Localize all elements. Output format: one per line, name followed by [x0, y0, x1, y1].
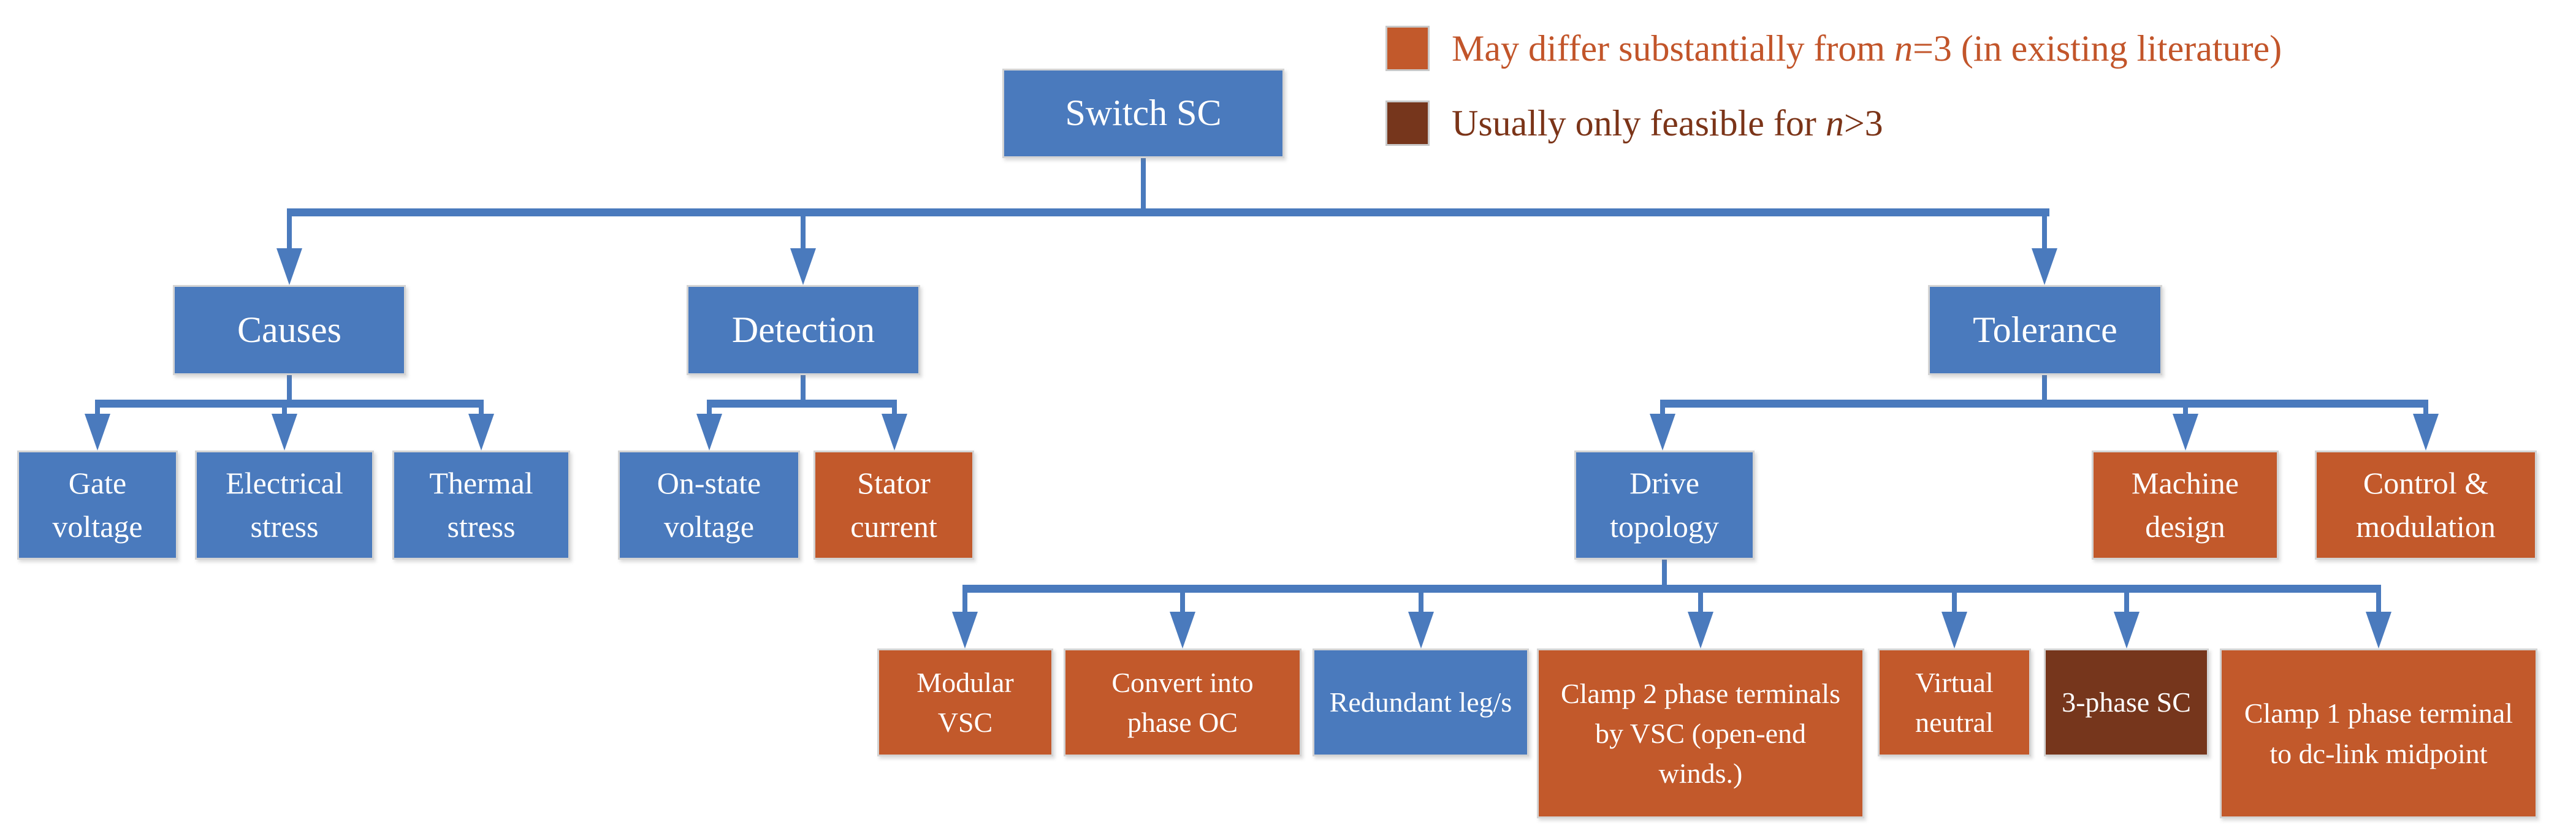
- legend-text-suffix: =3 (in existing literature): [1913, 28, 2282, 69]
- arrow-down-icon: [272, 414, 297, 451]
- connector-line: [892, 406, 897, 417]
- arrow-down-icon: [2173, 414, 2198, 451]
- connector-line: [2183, 406, 2188, 417]
- connector-line: [707, 400, 897, 408]
- connector-line: [1662, 558, 1667, 589]
- node-thermal-stress: Thermal stress: [392, 451, 570, 560]
- connector-line: [287, 374, 292, 403]
- node-virtual-neutral: Virtual neutral: [1878, 649, 2031, 756]
- arrow-down-icon: [952, 612, 978, 649]
- node-detection: Detection: [687, 285, 920, 375]
- node-convert-phase-oc: Convert into phase OC: [1064, 649, 1301, 756]
- connector-line: [2124, 591, 2129, 613]
- arrow-down-icon: [1170, 612, 1195, 649]
- connector-line: [707, 406, 712, 417]
- connector-line: [1952, 591, 1957, 613]
- node-clamp-1-phase: Clamp 1 phase terminal to dc-link midpoi…: [2220, 649, 2537, 818]
- legend-text-var: n: [1894, 28, 1913, 69]
- legend-swatch-brown: [1385, 101, 1430, 146]
- arrow-down-icon: [1942, 612, 1967, 649]
- node-machine-design: Machine design: [2092, 451, 2279, 560]
- connector-line: [2423, 406, 2428, 417]
- connector-line: [2042, 215, 2047, 250]
- arrow-down-icon: [1688, 612, 1713, 649]
- connector-line: [287, 208, 2049, 216]
- node-modular-vsc: Modular VSC: [877, 649, 1053, 756]
- connector-line: [287, 215, 292, 250]
- connector-line: [801, 374, 806, 403]
- connector-line: [1698, 591, 1703, 613]
- arrow-down-icon: [85, 414, 110, 451]
- node-gate-voltage: Gate voltage: [17, 451, 178, 560]
- connector-line: [2376, 591, 2381, 613]
- arrow-down-icon: [2032, 248, 2057, 285]
- node-on-state-voltage: On-state voltage: [618, 451, 800, 560]
- legend-swatch-orange: [1385, 26, 1430, 71]
- arrow-down-icon: [2366, 612, 2391, 649]
- connector-line: [1419, 591, 1423, 613]
- connector-line: [1660, 406, 1665, 417]
- node-electrical-stress: Electrical stress: [195, 451, 374, 560]
- node-3-phase-sc: 3-phase SC: [2044, 649, 2209, 756]
- arrow-down-icon: [1408, 612, 1434, 649]
- connector-line: [962, 591, 967, 613]
- legend-label-brown: Usually only feasible for n>3: [1452, 101, 1883, 146]
- connector-line: [282, 406, 287, 417]
- connector-line: [962, 585, 2381, 593]
- node-drive-topology: Drive topology: [1574, 451, 1755, 560]
- connector-line: [2042, 374, 2047, 403]
- connector-line: [479, 406, 484, 417]
- arrow-down-icon: [276, 248, 302, 285]
- node-control-modulation: Control & modulation: [2315, 451, 2537, 560]
- arrow-down-icon: [1650, 414, 1675, 451]
- arrow-down-icon: [790, 248, 816, 285]
- connector-line: [1180, 591, 1185, 613]
- node-clamp-2-phase: Clamp 2 phase terminals by VSC (open-end…: [1537, 649, 1864, 818]
- node-redundant-legs: Redundant leg/s: [1313, 649, 1529, 756]
- legend-text-prefix: Usually only feasible for: [1452, 103, 1826, 143]
- arrow-down-icon: [696, 414, 722, 451]
- node-stator-current: Stator current: [814, 451, 974, 560]
- arrow-down-icon: [2114, 612, 2140, 649]
- connector-line: [95, 400, 484, 408]
- node-causes: Causes: [173, 285, 406, 375]
- node-switch-sc: Switch SC: [1002, 69, 1284, 158]
- arrow-down-icon: [468, 414, 494, 451]
- legend-text-var: n: [1825, 103, 1844, 143]
- arrow-down-icon: [882, 414, 907, 451]
- connector-line: [1141, 157, 1146, 213]
- node-tolerance: Tolerance: [1928, 285, 2162, 375]
- legend-text-suffix: >3: [1843, 103, 1883, 143]
- legend-label-orange: May differ substantially from n=3 (in ex…: [1452, 26, 2282, 71]
- connector-line: [801, 215, 806, 250]
- legend-text-prefix: May differ substantially from: [1452, 28, 1895, 69]
- connector-line: [95, 406, 100, 417]
- arrow-down-icon: [2413, 414, 2439, 451]
- connector-line: [1660, 400, 2428, 408]
